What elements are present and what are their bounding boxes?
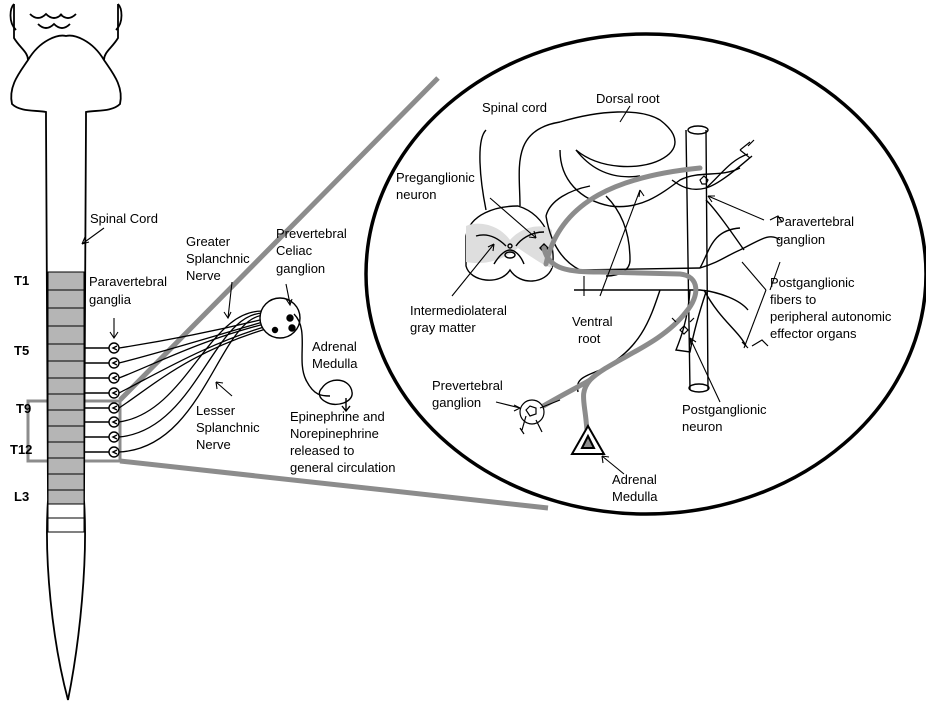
dorsal-root-label: Dorsal root: [596, 91, 660, 106]
paravertebral-ganglia-label: Paravertebral ganglia: [89, 274, 171, 307]
celiac-ganglion-label: Prevertebral Celiac ganglion: [276, 226, 350, 276]
adrenal-medulla-left-label: Adrenal Medulla: [312, 339, 360, 371]
segment-label-t12: T12: [10, 442, 32, 457]
spinal-cord-detail-label: Spinal cord: [482, 100, 547, 115]
epinephrine-release-label: Epinephrine and Norepinephrine released …: [290, 409, 396, 475]
segment-label-t9: T9: [16, 401, 31, 416]
lesser-splanchnic-label: Lesser Splanchnic Nerve: [196, 403, 263, 452]
spinal-cord-left-label: Spinal Cord: [90, 211, 158, 226]
segment-label-t1: T1: [14, 273, 29, 288]
segment-labels: T1 T5 T9 T12 L3: [10, 273, 32, 504]
vertebral-segments: [48, 272, 84, 532]
segment-label-t5: T5: [14, 343, 29, 358]
segment-label-l3: L3: [14, 489, 29, 504]
